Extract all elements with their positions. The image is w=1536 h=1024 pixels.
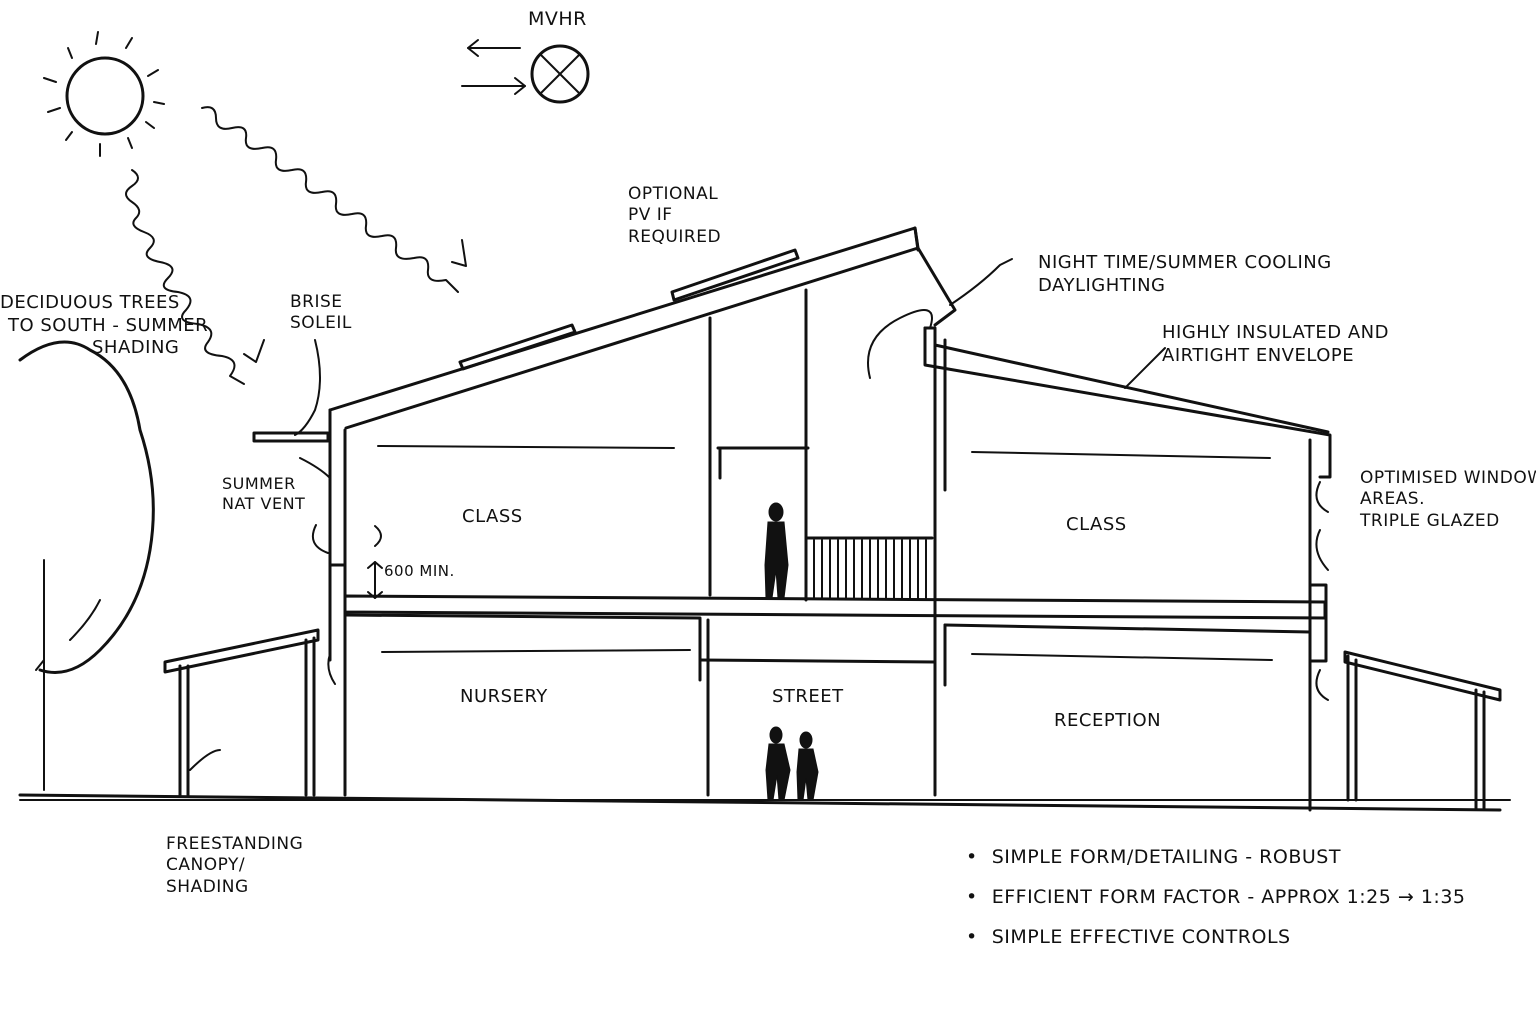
- leader-lines: [294, 258, 1166, 436]
- summer-vent-label: SUMMER NAT VENT: [222, 474, 306, 513]
- window-label: OPTIMISED WINDOW AREAS. TRIPLE GLAZED: [1360, 468, 1536, 531]
- room-class-right: CLASS: [1066, 514, 1127, 535]
- right-canopy: [1343, 650, 1502, 810]
- mvhr-symbol: [461, 39, 590, 104]
- envelope-label: HIGHLY INSULATED AND AIRTIGHT ENVELOPE: [1162, 322, 1390, 366]
- min-height-label: 600 MIN.: [384, 562, 455, 580]
- person-icon: [764, 502, 789, 599]
- sun-icon: [43, 31, 165, 157]
- ground-line: [18, 793, 1502, 812]
- note-item: EFFICIENT FORM FACTOR - APPROX 1:25 → 1:…: [966, 886, 1466, 908]
- room-reception: RECEPTION: [1054, 710, 1162, 731]
- room-class-left: CLASS: [462, 506, 523, 527]
- brise-soleil-label: BRISE SOLEIL: [290, 292, 352, 334]
- night-cooling-label: NIGHT TIME/SUMMER COOLING DAYLIGHTING: [1038, 252, 1332, 296]
- mvhr-label: MVHR: [528, 8, 587, 30]
- solar-rays: [125, 106, 467, 385]
- trees-label: DECIDUOUS TREES TO SOUTH - SUMMER SHADIN…: [0, 292, 209, 358]
- deciduous-tree: [18, 340, 1511, 801]
- canopy-label: FREESTANDING CANOPY/ SHADING: [166, 834, 304, 897]
- building-section: [252, 226, 1332, 812]
- left-canopy: [163, 628, 320, 797]
- room-nursery: NURSERY: [460, 686, 548, 707]
- note-item: SIMPLE EFFECTIVE CONTROLS: [966, 926, 1291, 948]
- room-street: STREET: [772, 686, 844, 707]
- optional-pv-label: OPTIONAL PV IF REQUIRED: [628, 184, 722, 247]
- note-item: SIMPLE FORM/DETAILING - ROBUST: [966, 846, 1341, 868]
- people-icon: [765, 726, 819, 801]
